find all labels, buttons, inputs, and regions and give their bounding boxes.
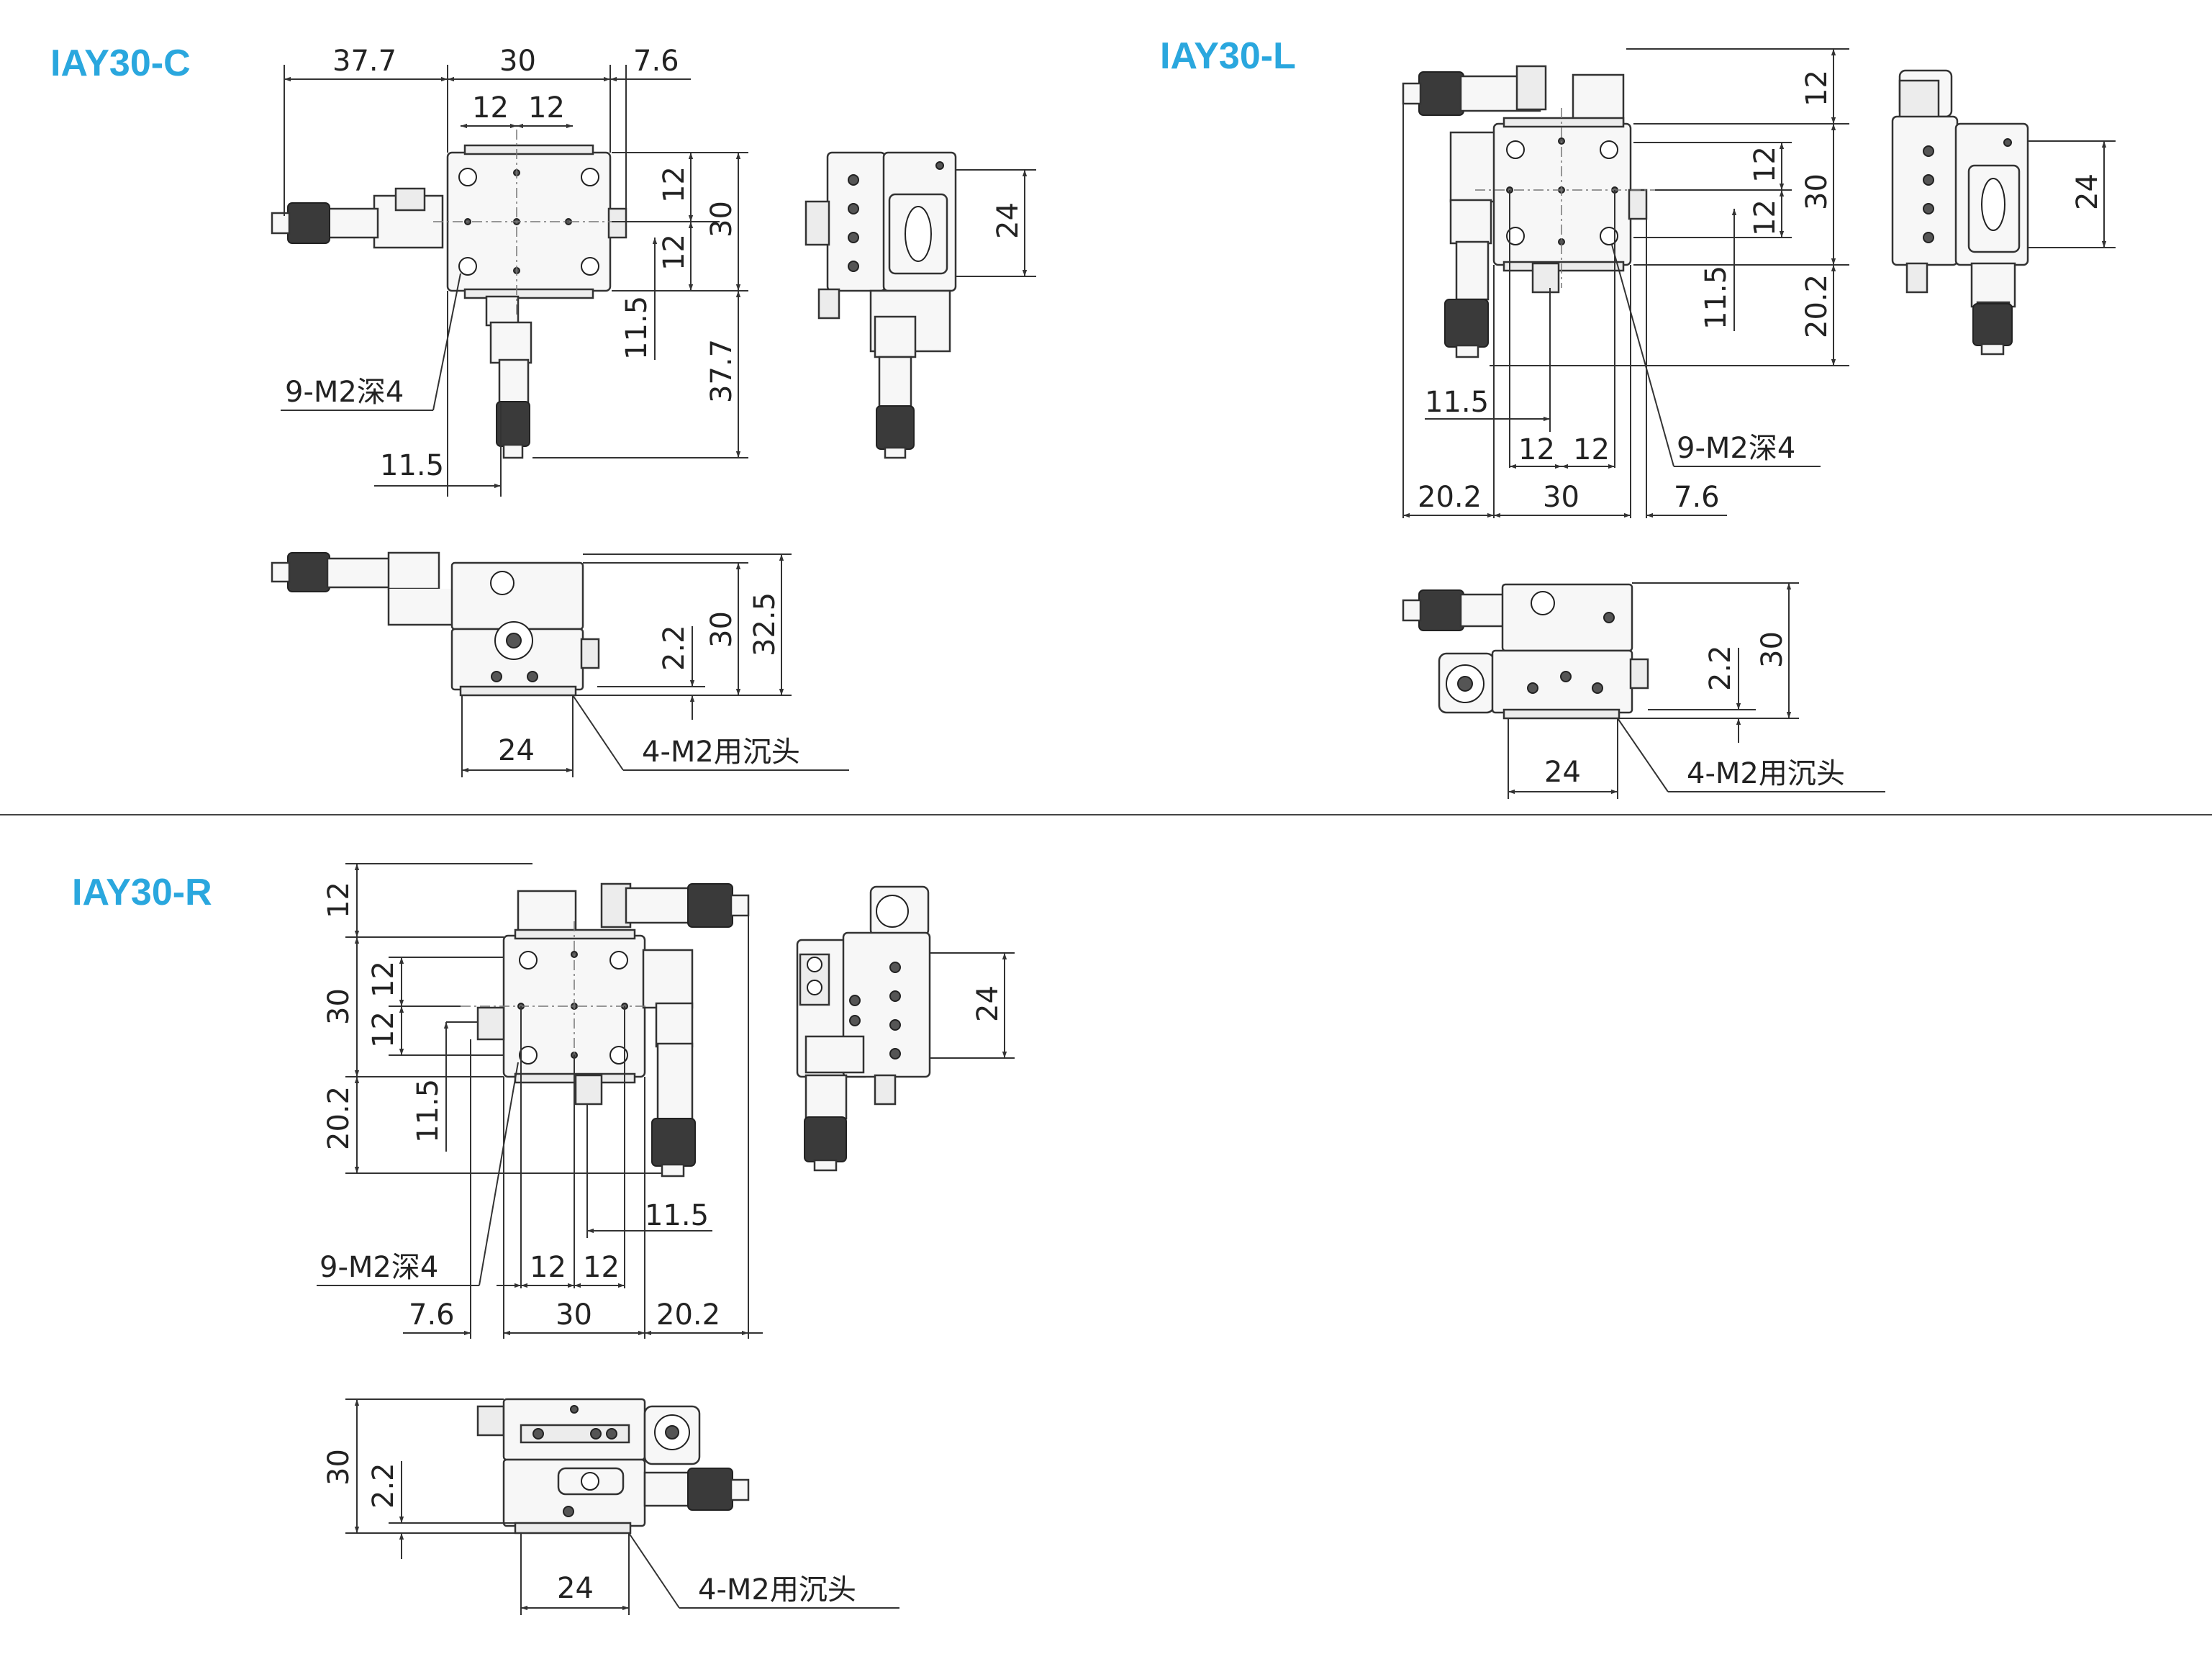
c-top-view xyxy=(271,130,633,459)
r-dim-bottom-12a: 12 xyxy=(530,1251,566,1284)
title-iay30-l: IAY30-L xyxy=(1160,35,1296,77)
r-dim-left-20-2: 20.2 xyxy=(322,1086,355,1150)
l-dim-right-11-5: 11.5 xyxy=(1700,266,1733,330)
l-dim-bottom-20-2: 20.2 xyxy=(1418,481,1482,514)
r-dim-left-12b: 12 xyxy=(367,1011,400,1048)
c-dim-top-30: 30 xyxy=(499,45,536,78)
c-dim-front-2-2: 2.2 xyxy=(658,625,691,671)
r-dim-bottom-12b: 12 xyxy=(583,1251,620,1284)
r-dim-bottom-11-5: 11.5 xyxy=(645,1199,709,1232)
c-dim-right-11-5: 11.5 xyxy=(620,296,653,360)
title-iay30-r: IAY30-R xyxy=(72,872,212,913)
l-dim-right-20-2: 20.2 xyxy=(1800,274,1833,338)
c-dim-front-30: 30 xyxy=(705,611,738,648)
l-callout-tap: 9-M2深4 xyxy=(1677,432,1795,465)
c-callout-cbore: 4-M2用沉头 xyxy=(642,736,800,769)
r-callout-tap: 9-M2深4 xyxy=(319,1251,438,1284)
l-dim-front-30: 30 xyxy=(1756,631,1789,668)
section-iay30-r: IAY30-R xyxy=(72,863,1015,1615)
r-dim-left-30: 30 xyxy=(322,988,355,1025)
c-dim-bottom-11-5: 11.5 xyxy=(380,449,444,482)
c-front-view xyxy=(271,551,600,697)
section-iay30-c: IAY30-C xyxy=(50,42,1036,777)
c-dim-top-12a: 12 xyxy=(472,91,509,125)
c-dim-right-30: 30 xyxy=(705,201,738,238)
l-dim-bottom-12b: 12 xyxy=(1573,433,1610,466)
r-dim-bottom-7-6: 7.6 xyxy=(409,1298,455,1332)
l-dim-right-12a: 12 xyxy=(1749,146,1782,183)
c-dim-top-12b: 12 xyxy=(528,91,565,125)
l-dim-bottom-11-5: 11.5 xyxy=(1425,386,1489,419)
l-dim-front-bottom-24: 24 xyxy=(1544,756,1581,789)
l-dim-right-30: 30 xyxy=(1800,173,1833,210)
title-iay30-c: IAY30-C xyxy=(50,42,191,84)
c-dim-right-12b: 12 xyxy=(658,234,691,271)
r-dim-bottom-20-2: 20.2 xyxy=(656,1298,720,1332)
r-dim-front-bottom-24: 24 xyxy=(557,1572,594,1605)
l-dim-bottom-12a: 12 xyxy=(1518,433,1555,466)
c-dim-top-7-6: 7.6 xyxy=(633,45,679,78)
l-side-view xyxy=(1891,69,2029,356)
c-dim-front-32-5: 32.5 xyxy=(748,592,781,656)
l-callout-cbore: 4-M2用沉头 xyxy=(1687,757,1845,790)
c-dim-top-37-7: 37.7 xyxy=(332,45,396,78)
l-dim-front-2-2: 2.2 xyxy=(1704,645,1737,691)
r-dim-bottom-30: 30 xyxy=(556,1298,592,1332)
r-dim-front-30: 30 xyxy=(322,1449,355,1486)
l-dim-bottom-30: 30 xyxy=(1543,481,1579,514)
c-dim-right-37-7: 37.7 xyxy=(705,339,738,403)
r-dim-left-11-5: 11.5 xyxy=(412,1079,445,1143)
r-dim-front-2-2: 2.2 xyxy=(367,1463,400,1509)
r-top-view xyxy=(461,882,750,1178)
r-callout-cbore: 4-M2用沉头 xyxy=(698,1573,856,1606)
l-dim-bottom-7-6: 7.6 xyxy=(1674,481,1720,514)
c-dim-front-bottom-24: 24 xyxy=(498,734,535,767)
l-dim-right-12-top: 12 xyxy=(1800,70,1833,107)
l-dim-side-24: 24 xyxy=(2071,173,2104,210)
r-dim-left-12a: 12 xyxy=(367,961,400,998)
r-dim-side-24: 24 xyxy=(971,985,1005,1022)
c-side-view xyxy=(804,151,957,459)
c-dim-right-12a: 12 xyxy=(658,166,691,203)
l-top-view xyxy=(1402,65,1655,358)
section-iay30-l: IAY30-L xyxy=(1160,35,2116,799)
r-front-view xyxy=(476,1398,750,1535)
c-dim-side-24: 24 xyxy=(992,202,1025,239)
r-dim-left-12-top: 12 xyxy=(322,882,355,918)
c-callout-tap: 9-M2深4 xyxy=(285,376,404,409)
l-dim-right-12b: 12 xyxy=(1749,199,1782,236)
r-side-view xyxy=(796,885,931,1172)
l-front-view xyxy=(1402,583,1649,720)
